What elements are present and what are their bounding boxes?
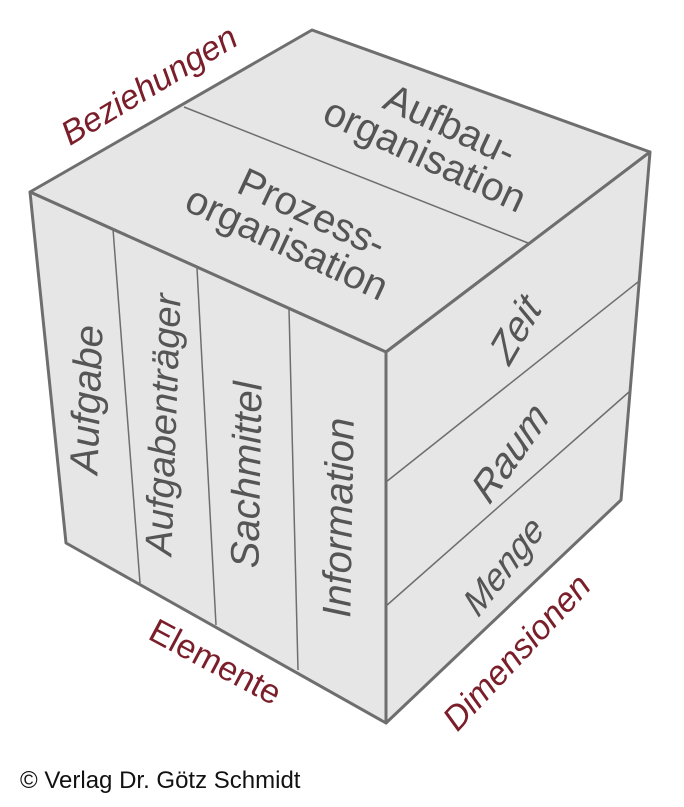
left-divider-1: [112, 228, 141, 584]
left-divider-2: [196, 267, 217, 626]
element-aufgabentraeger: Aufgabenträger: [138, 292, 189, 559]
element-information: Information: [315, 417, 362, 618]
right-face: [384, 150, 652, 725]
element-sachmittel: Sachmittel: [223, 380, 270, 569]
right-divider-2: [385, 391, 630, 607]
copyright-notice: © Verlag Dr. Götz Schmidt: [20, 767, 301, 794]
right-divider-1: [385, 281, 639, 483]
top-divider: [183, 106, 529, 244]
cube: [28, 28, 652, 725]
left-divider-3: [288, 308, 299, 671]
element-aufgabe: Aufgabe: [62, 324, 111, 476]
